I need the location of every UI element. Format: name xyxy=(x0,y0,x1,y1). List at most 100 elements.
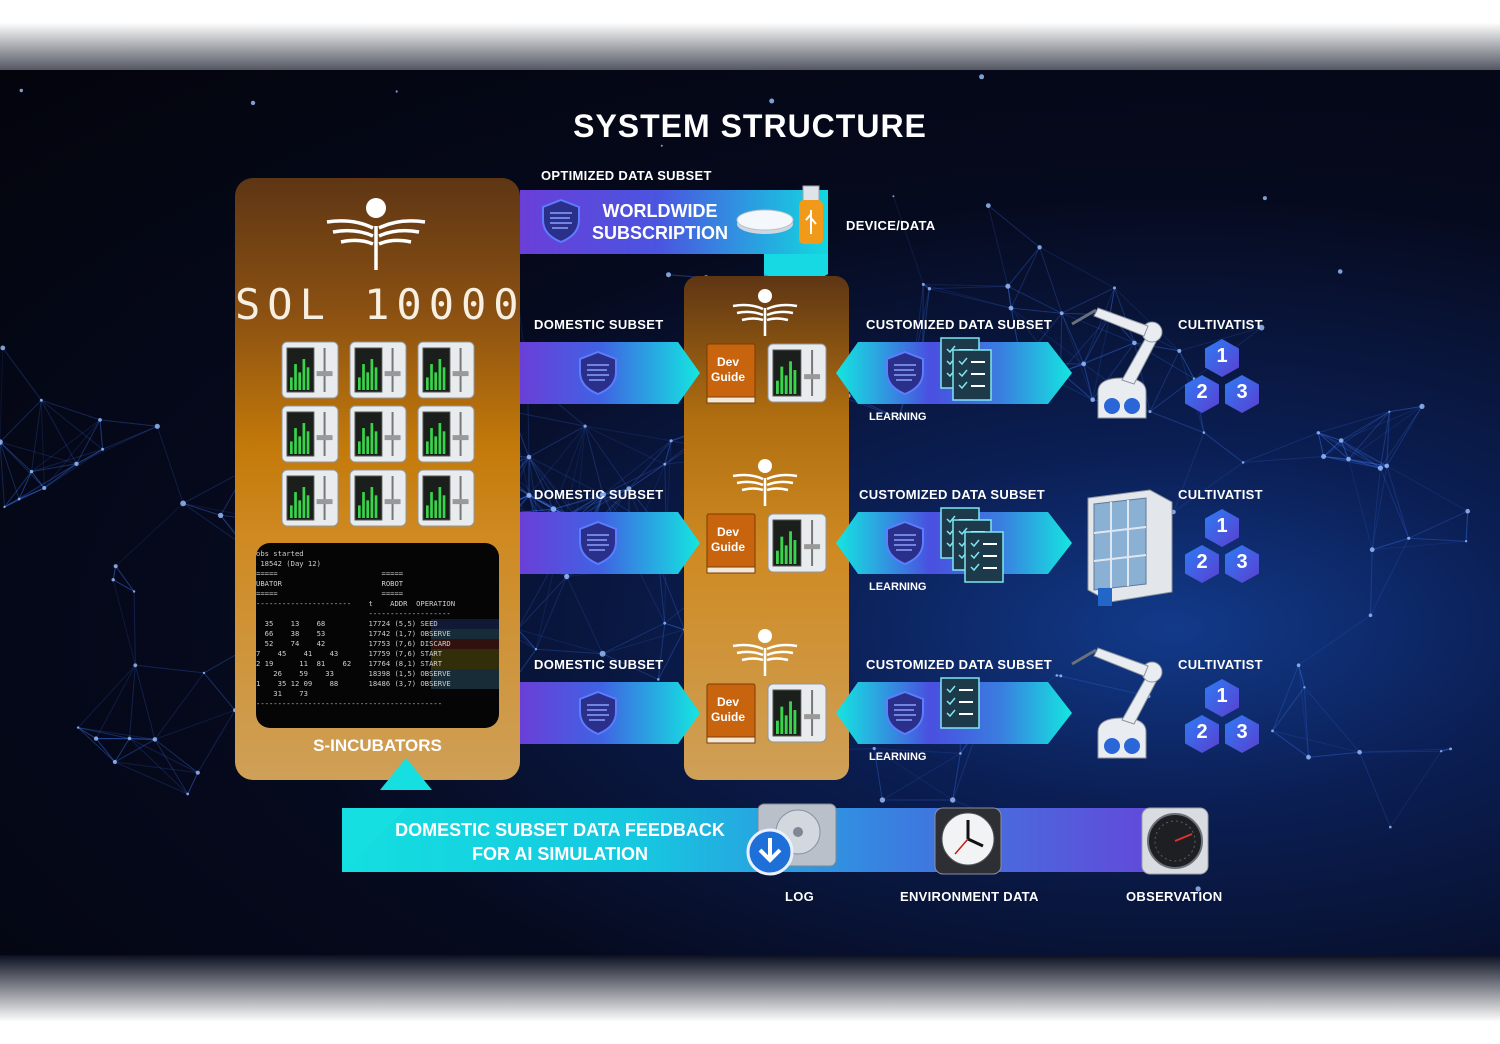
worldwide-subscription-label: WORLDWIDE SUBSCRIPTION xyxy=(575,200,745,244)
shield-icon xyxy=(886,520,924,566)
terminal-line: 31 73 xyxy=(256,689,308,698)
hexagon-number: 1 xyxy=(1216,345,1228,367)
customized-data-subset-label: CUSTOMIZED DATA SUBSET xyxy=(866,657,1052,672)
hexagon-number-icon xyxy=(1225,715,1259,753)
dev-guide-line-2: Guide xyxy=(710,540,745,554)
incubator-module xyxy=(767,343,827,403)
petri-dish-icon xyxy=(736,209,794,234)
robot-arm-icon xyxy=(1071,647,1163,759)
shield-icon xyxy=(579,350,617,396)
cultivatist-label: CULTIVATIST xyxy=(1178,657,1263,672)
terminal-window: obs started 18542 (Day 12)===== =====UBA… xyxy=(256,543,499,728)
incubator-module-icon xyxy=(349,341,407,399)
checklist-document-icon xyxy=(952,349,992,401)
incubator-module-icon xyxy=(767,513,827,573)
sol-logo-icon xyxy=(732,629,798,676)
s-incubators-label: S-INCUBATORS xyxy=(313,736,442,755)
bottom-fade xyxy=(0,955,1500,1044)
optimized-data-subset-label: OPTIMIZED DATA SUBSET xyxy=(541,168,712,183)
device-data-label: DEVICE/DATA xyxy=(846,218,936,233)
domestic-subset-label: DOMESTIC SUBSET xyxy=(534,487,664,502)
learning-label: LEARNING xyxy=(869,411,927,423)
hexagon-number-icon xyxy=(1225,545,1259,583)
worldwide-line-1: WORLDWIDE xyxy=(602,201,718,221)
diagram-title: SYSTEM STRUCTURE xyxy=(573,108,927,144)
hexagon-number-icon xyxy=(1185,545,1219,583)
terminal-line: ------------------- xyxy=(256,609,451,618)
feedback-label: DOMESTIC SUBSET DATA FEEDBACK FOR AI SIM… xyxy=(392,818,728,866)
hexagon-number-icon xyxy=(1185,375,1219,413)
terminal-line: ----------------------------------------… xyxy=(256,699,443,708)
customized-data-subset-label: CUSTOMIZED DATA SUBSET xyxy=(866,317,1052,332)
dev-guide-line-1: Dev xyxy=(716,695,739,709)
terminal-line: ---------------------- t ADDR OPERATION xyxy=(256,599,456,608)
terminal-line: 26 59 33 18398 (1,5) OBSERVE xyxy=(256,669,499,679)
shield-icon xyxy=(542,198,580,244)
shield-icon xyxy=(579,690,617,736)
terminal-line: ===== ===== xyxy=(256,589,404,598)
dev-guide-line-2: Guide xyxy=(710,710,745,724)
sol-10000-logo-text: SOL 10000 xyxy=(235,280,526,329)
hexagon-number: 3 xyxy=(1236,381,1248,403)
worldwide-line-2: SUBSCRIPTION xyxy=(591,223,728,243)
hexagon-number-icon xyxy=(1205,339,1239,377)
dev-guide-line-1: Dev xyxy=(716,525,739,539)
cultivatist-label: CULTIVATIST xyxy=(1178,487,1263,502)
cultivatist-label: CULTIVATIST xyxy=(1178,317,1263,332)
stopwatch-icon xyxy=(1141,807,1209,875)
hexagon-number-icon xyxy=(1205,509,1239,547)
customized-data-subset-label: CUSTOMIZED DATA SUBSET xyxy=(859,487,1045,502)
terminal-line: 52 74 42 17753 (7,6) DISCARD xyxy=(256,639,499,649)
incubator-cabinet-icon xyxy=(1087,489,1173,606)
hexagon-number: 3 xyxy=(1236,721,1248,743)
hexagon-number: 1 xyxy=(1216,685,1228,707)
incubator-module-icon xyxy=(281,405,339,463)
sol-logo-icon xyxy=(732,289,798,336)
incubator-module xyxy=(767,513,827,573)
incubator-module-icon xyxy=(281,469,339,527)
sol-logo-icon xyxy=(732,459,798,506)
environment-data-label: ENVIRONMENT DATA xyxy=(900,889,1039,904)
hexagon-number: 2 xyxy=(1196,721,1208,743)
hexagon-number: 1 xyxy=(1216,515,1228,537)
observation-label: OBSERVATION xyxy=(1126,889,1223,904)
hexagon-number-icon xyxy=(1225,375,1259,413)
shield-icon xyxy=(886,350,924,396)
terminal-line: 1 35 12 09 88 18486 (3,7) OBSERVE xyxy=(256,679,499,689)
terminal-line: ===== ===== xyxy=(256,569,404,578)
shield-icon xyxy=(579,520,617,566)
learning-label: LEARNING xyxy=(869,581,927,593)
robot-arm-icon xyxy=(1071,307,1163,419)
terminal-line: 7 45 41 43 17759 (7,6) START xyxy=(256,649,499,659)
hexagon-number: 3 xyxy=(1236,551,1248,573)
incubator-module-icon xyxy=(767,683,827,743)
hexagon-number: 2 xyxy=(1196,381,1208,403)
domestic-subset-label: DOMESTIC SUBSET xyxy=(534,657,664,672)
hexagon-number: 2 xyxy=(1196,551,1208,573)
log-label: LOG xyxy=(785,889,815,904)
dev-guide-line-2: Guide xyxy=(710,370,745,384)
incubator-module-icon xyxy=(281,341,339,399)
terminal-line: 66 38 53 17742 (1,7) OBSERVE xyxy=(256,629,499,639)
incubator-module-icon xyxy=(417,341,475,399)
terminal-output: obs started 18542 (Day 12)===== =====UBA… xyxy=(256,543,499,709)
shield-icon xyxy=(886,690,924,736)
checklist-document-icon xyxy=(940,677,980,729)
terminal-line: 18542 (Day 12) xyxy=(256,559,321,568)
learning-label: LEARNING xyxy=(869,751,927,763)
terminal-line: UBATOR ROBOT xyxy=(256,579,404,588)
incubator-module-icon xyxy=(349,469,407,527)
terminal-line: 35 13 68 17724 (5,5) SEED xyxy=(256,619,499,629)
sol-logo-icon xyxy=(326,198,426,270)
usb-drive-icon xyxy=(799,185,823,244)
checklist-document-icon xyxy=(964,531,1004,583)
incubator-module-icon xyxy=(349,405,407,463)
domestic-subset-label: DOMESTIC SUBSET xyxy=(534,317,664,332)
